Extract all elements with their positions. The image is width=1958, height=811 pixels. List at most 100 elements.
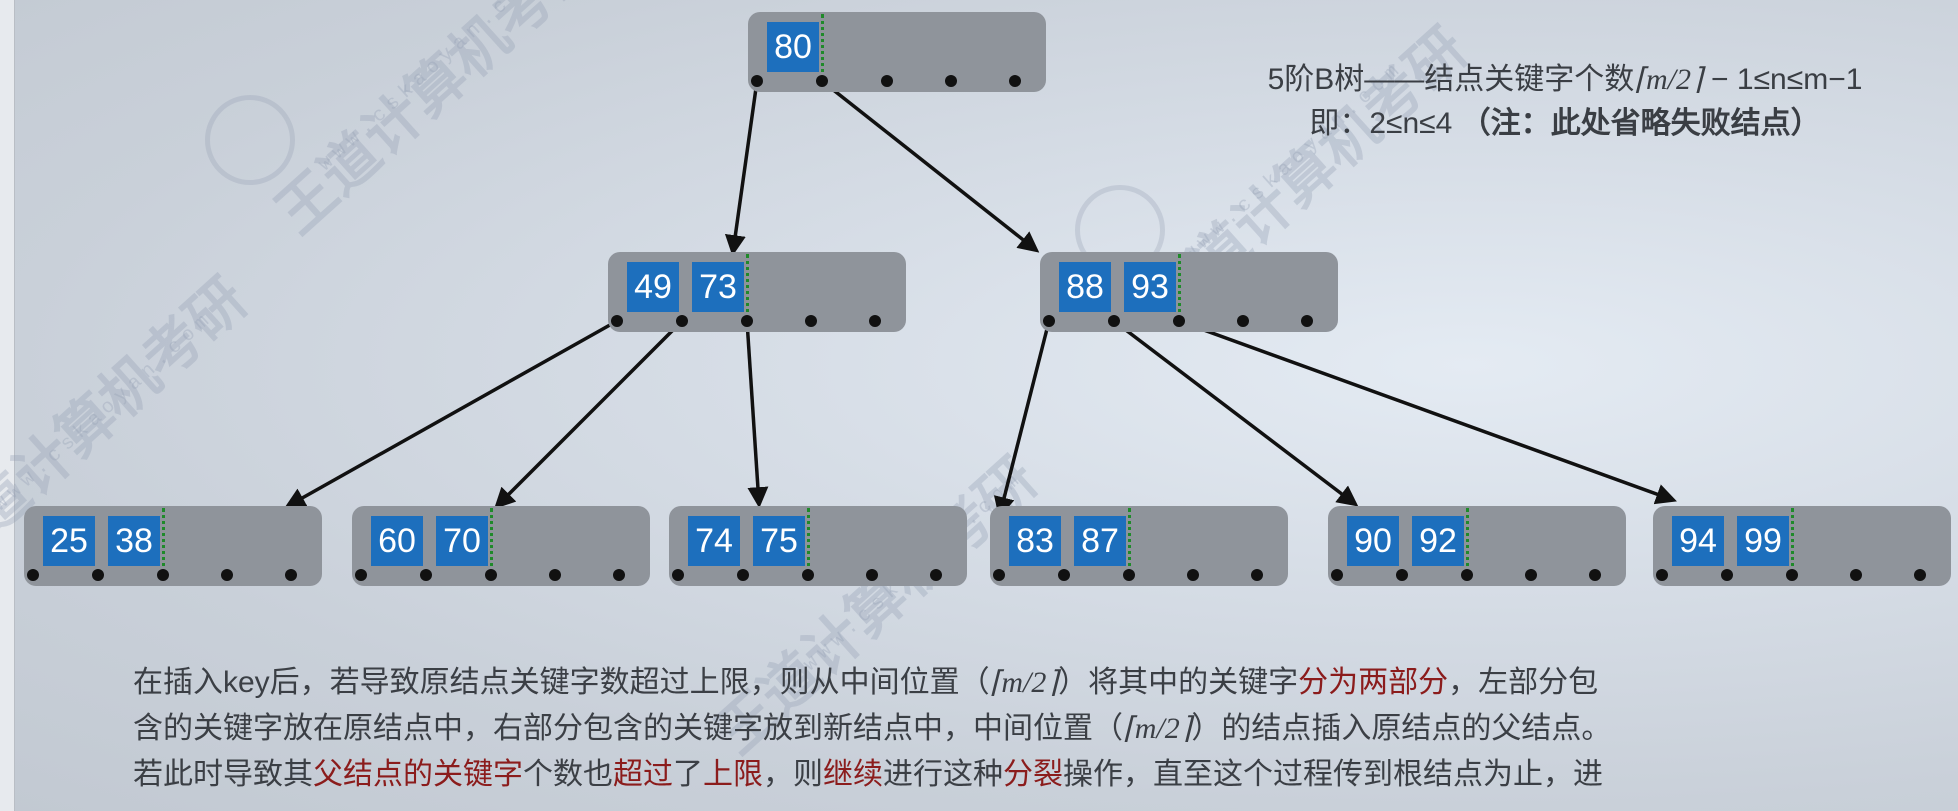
key-capacity-separator [1466, 508, 1469, 574]
tree-edge-arrow [494, 319, 684, 509]
btree-root-node: 80 [748, 12, 1046, 92]
paragraph-text: 了 [673, 758, 703, 791]
paragraph-text: 含的关键字放在原结点中，右部分包含的关键字放到新结点中，中间位置（ [133, 712, 1123, 745]
btree-key: 73 [692, 262, 744, 312]
child-pointer-dot [485, 569, 497, 581]
child-pointer-dot [1237, 315, 1249, 327]
child-pointer-dot [930, 569, 942, 581]
info-line-1: 5阶B树——结点关键字个数⌈m/2⌉ − 1≤n≤m−1 [1267, 63, 1863, 96]
child-pointer-dot [1396, 569, 1408, 581]
child-pointer-dot [741, 315, 753, 327]
child-pointer-dot [1786, 569, 1798, 581]
child-pointer-dot [881, 75, 893, 87]
child-pointer-dot [355, 569, 367, 581]
tree-edge-arrow [284, 319, 618, 509]
key-capacity-separator [746, 254, 749, 320]
paragraph-text: 个数也 [523, 758, 613, 791]
key-capacity-separator [807, 508, 810, 574]
child-pointer-dot [549, 569, 561, 581]
btree-key: 25 [43, 516, 95, 566]
tree-edge-arrow [724, 80, 759, 257]
child-pointer-dot [751, 75, 763, 87]
child-pointer-dot [676, 315, 688, 327]
child-pointer-dot [816, 75, 828, 87]
btree-key: 87 [1074, 516, 1126, 566]
highlighted-text: 父结点的关键字 [313, 758, 523, 791]
child-pointer-dot [420, 569, 432, 581]
paragraph-text: ，左部分包 [1448, 666, 1599, 699]
child-pointer-dot [613, 569, 625, 581]
btree-order-info: 5阶B树——结点关键字个数⌈m/2⌉ − 1≤n≤m−1 即：2≤n≤4 （注：… [1185, 58, 1945, 146]
child-pointer-dot [221, 569, 233, 581]
child-pointer-dot [92, 569, 104, 581]
btree-key: 49 [627, 262, 679, 312]
child-pointer-dot [1173, 315, 1185, 327]
key-capacity-separator [1178, 254, 1181, 320]
key-capacity-separator [1791, 508, 1794, 574]
tree-edge-arrow [820, 79, 1040, 253]
btree-key: 94 [1672, 516, 1724, 566]
child-pointer-dot [1721, 569, 1733, 581]
highlighted-text: 上限 [703, 758, 763, 791]
child-pointer-dot [1461, 569, 1473, 581]
child-pointer-dot [866, 569, 878, 581]
btree-key: 92 [1412, 516, 1464, 566]
btree-key: 38 [108, 516, 160, 566]
child-pointer-dot [869, 315, 881, 327]
child-pointer-dot [945, 75, 957, 87]
paragraph-text: 在插入key后，若导致原结点关键字数超过上限，则从中间位置（ [133, 666, 990, 699]
child-pointer-dot [802, 569, 814, 581]
btree-key: 90 [1347, 516, 1399, 566]
child-pointer-dot [1009, 75, 1021, 87]
paragraph-text: ）的结点插入原结点的父结点。 [1191, 712, 1612, 745]
child-pointer-dot [1589, 569, 1601, 581]
paragraph-text: ⌈m/2⌉ [1123, 712, 1192, 745]
info-line-2: 即：2≤n≤4 （注：此处省略失败结点） [1309, 107, 1821, 140]
tree-edge-arrow [1178, 319, 1677, 505]
paragraph-text: 若此时导致其 [133, 758, 313, 791]
child-pointer-dot [993, 569, 1005, 581]
tree-edge-arrow [993, 320, 1051, 519]
child-pointer-dot [1525, 569, 1537, 581]
child-pointer-dot [672, 569, 684, 581]
highlighted-text: 继续 [823, 758, 883, 791]
child-pointer-dot [1656, 569, 1668, 581]
btree-key: 60 [371, 516, 423, 566]
btree-key: 70 [436, 516, 488, 566]
child-pointer-dot [27, 569, 39, 581]
btree-key: 99 [1737, 516, 1789, 566]
btree-key: 80 [767, 22, 819, 72]
child-pointer-dot [1108, 315, 1120, 327]
btree-key: 93 [1124, 262, 1176, 312]
key-capacity-separator [162, 508, 165, 574]
btree-leaf-node: 25 38 [24, 506, 322, 586]
child-pointer-dot [737, 569, 749, 581]
child-pointer-dot [611, 315, 623, 327]
tree-edge-arrow [1112, 319, 1359, 507]
key-capacity-separator [821, 14, 824, 80]
left-border [0, 0, 15, 811]
btree-internal-node: 88 93 [1040, 252, 1338, 332]
child-pointer-dot [1058, 569, 1070, 581]
key-capacity-separator [490, 508, 493, 574]
child-pointer-dot [1251, 569, 1263, 581]
btree-leaf-node: 90 92 [1328, 506, 1626, 586]
btree-leaf-node: 94 99 [1653, 506, 1951, 586]
tree-edge-arrow [745, 320, 769, 509]
child-pointer-dot [1043, 315, 1055, 327]
highlighted-text: 分为两部分 [1298, 666, 1449, 699]
btree-key: 74 [688, 516, 740, 566]
btree-leaf-node: 60 70 [352, 506, 650, 586]
paragraph-text: 进行这种 [883, 758, 1003, 791]
child-pointer-dot [157, 569, 169, 581]
btree-leaf-node: 74 75 [669, 506, 967, 586]
child-pointer-dot [1850, 569, 1862, 581]
child-pointer-dot [1123, 569, 1135, 581]
paragraph-text: ，则 [763, 758, 823, 791]
child-pointer-dot [285, 569, 297, 581]
btree-key: 75 [753, 516, 805, 566]
btree-key: 88 [1059, 262, 1111, 312]
child-pointer-dot [805, 315, 817, 327]
